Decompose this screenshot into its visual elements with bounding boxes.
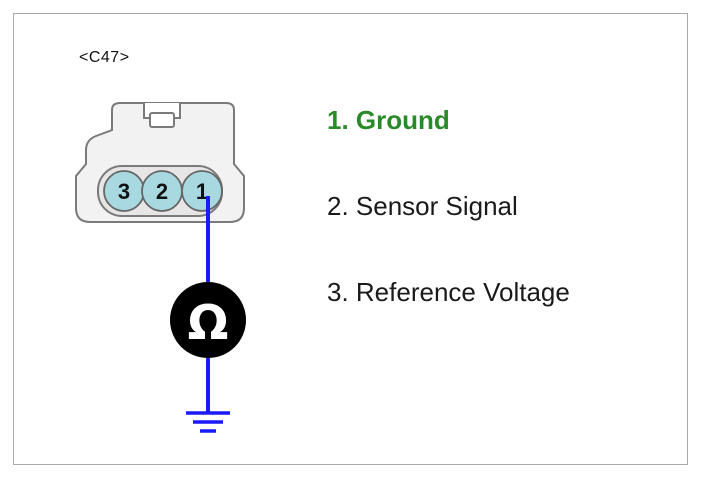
pin-function-2: 2. Sensor Signal [327,191,518,221]
pin-function-3: 3. Reference Voltage [327,277,570,307]
pin-2-label: 2 [156,179,168,204]
pin-3: 3 [103,170,145,212]
pin-function-list: 1. Ground 2. Sensor Signal 3. Reference … [327,104,570,362]
pin-1: 1 [181,170,223,212]
pin-function-1: 1. Ground [327,105,450,135]
pin-3-label: 3 [118,179,130,204]
ohm-symbol: Ω [188,295,229,351]
pin-1-label: 1 [196,179,208,204]
connector-id-label: <C47> [79,49,130,66]
diagram-frame [13,13,688,465]
pin-2: 2 [141,170,183,212]
ground-icon [186,411,230,433]
ohmmeter-icon: Ω [170,282,246,358]
